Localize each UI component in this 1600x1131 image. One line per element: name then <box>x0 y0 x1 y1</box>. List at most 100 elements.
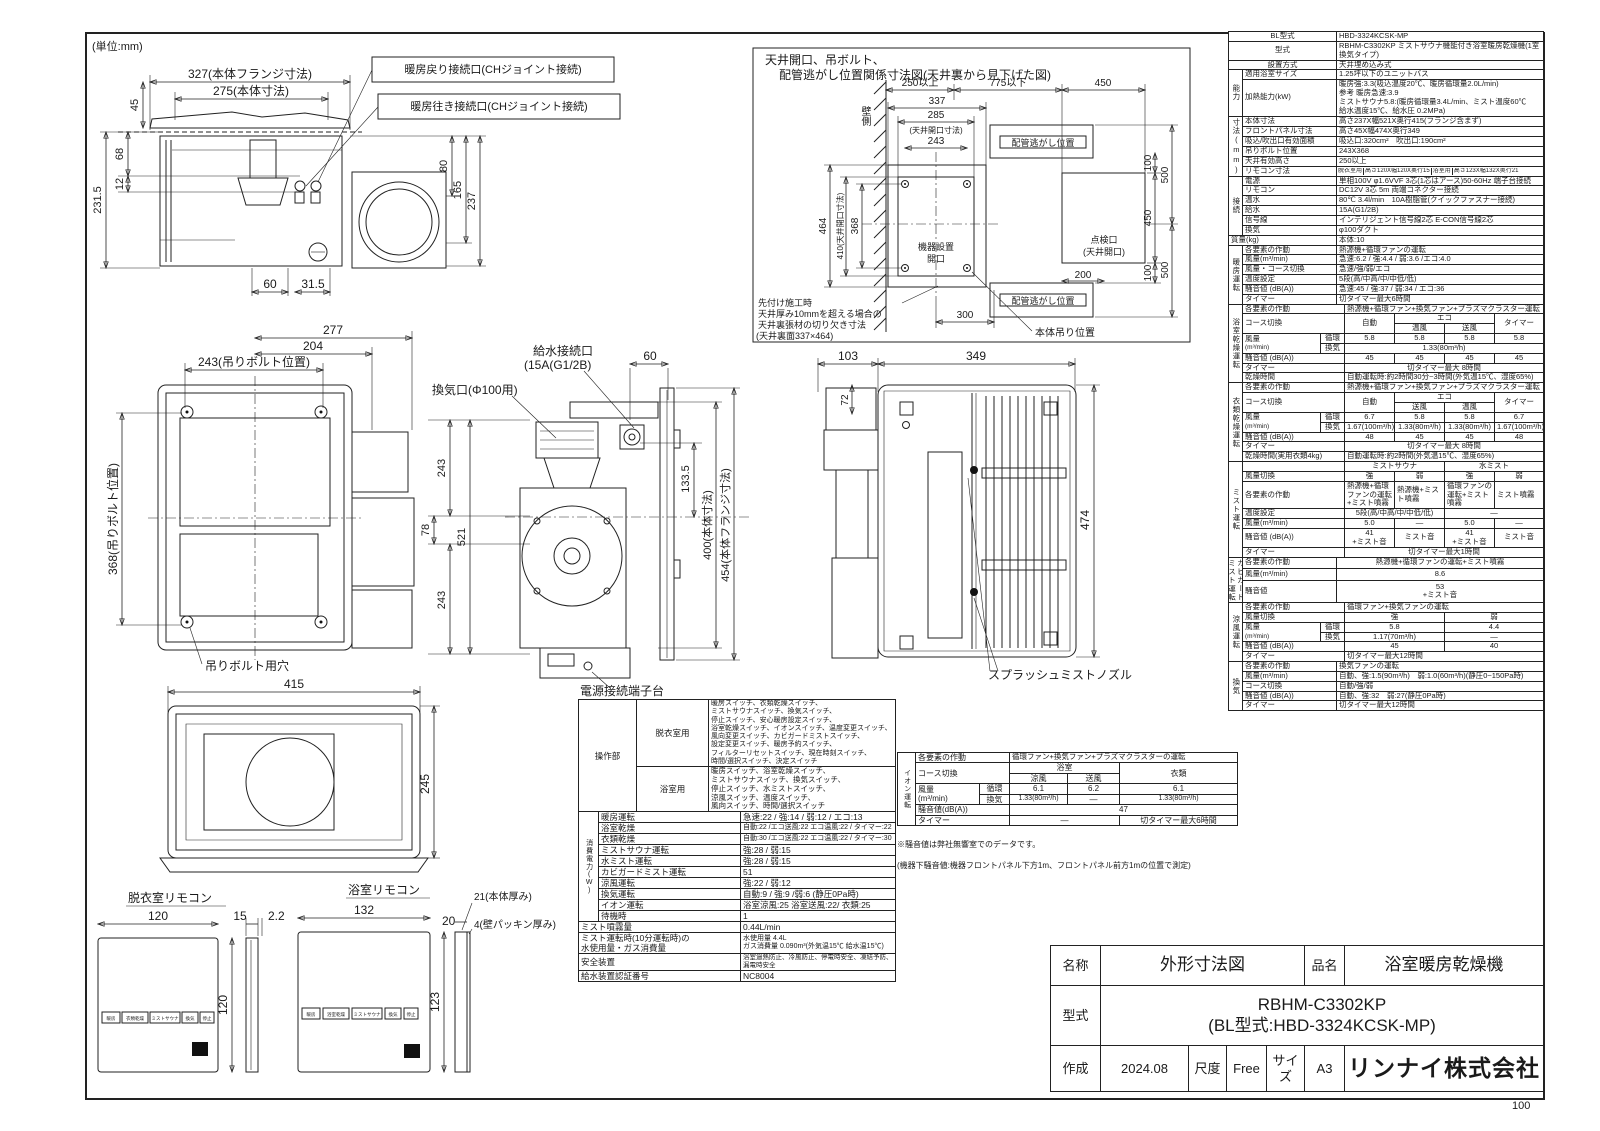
table-row: 浴室乾燥運転 各要素の作動熱源機+循環ファン+換気ファン+プラズマクラスター運転 <box>1228 303 1545 384</box>
drawing-shape: ミスト運転 ミストサウナ水ミスト 風量切換 強弱強弱 各要素の作動 熱源機+循環… <box>1228 461 1544 558</box>
drawing-shape: イオン運転 各要素の作動 循環ファン+換気ファン+プラズマクラスターの運転 コー… <box>897 751 1239 827</box>
speaker-grille-icon <box>192 1042 208 1056</box>
table-cell: タイマー <box>1242 441 1345 453</box>
power-group-label: 消費電力(W) <box>578 811 599 923</box>
drawing-shape: 高さ123X幅132X奥行21 <box>1451 167 1519 175</box>
table-cell: 浴室涼風:25 浴室送風:22/ 衣類:25 <box>740 899 896 912</box>
drawing-shape <box>319 620 323 624</box>
drawing-shape <box>250 140 276 178</box>
drawing-shape <box>295 181 305 191</box>
drawing-shape <box>884 391 1070 651</box>
hanging-bolt-hole-label: 吊りボルト用穴 <box>205 658 289 673</box>
table-cell: 1.33(80m³/h) <box>1394 421 1445 433</box>
table-cell: 風量(m³/min) <box>1242 254 1337 266</box>
table-cell: 温水 <box>1242 195 1337 207</box>
table-cell: 48 <box>1493 431 1545 443</box>
diagram-title: 天井開口、吊ボルト、 <box>765 53 885 67</box>
table-cell: 45 <box>1344 641 1445 653</box>
table-cell: 風量(m³/min) <box>1242 568 1337 581</box>
product-label: 品名 <box>1304 945 1345 986</box>
table-cell: 浴室用 <box>636 765 709 813</box>
table-cell: 温度設定 <box>1242 508 1345 520</box>
table-cell: ミストサウナ <box>1344 461 1445 472</box>
group-label: ミスト運転 <box>1228 461 1243 558</box>
table-cell: 循環ファン+換気ファンの運転 <box>1343 602 1545 613</box>
drawing-shape: カビガード ミスト運転 各要素の作動熱源機+循環ファンの運転+ミスト噴霧 風量(… <box>1228 556 1544 604</box>
dim-label: 103 <box>838 349 858 363</box>
table-cell: 自動/強/弱 <box>1336 680 1544 692</box>
drawing-shape: 操作部 脱衣室用 暖房スイッチ、衣類乾燥スイッチ、 ミストサウナスイッチ、換気ス… <box>578 698 896 813</box>
dim-label: 機器設置 <box>918 241 954 252</box>
dim-label: ミストサウナ <box>152 1015 179 1022</box>
table-cell: 循環ファンの運転+ミスト噴霧 <box>1444 480 1495 510</box>
drawing-shape <box>604 588 610 594</box>
dim-label: 60 <box>643 349 657 363</box>
table-cell: 47 <box>1008 804 1239 816</box>
table-cell: 循環 <box>979 783 1010 795</box>
table-cell: 急速:45 / 強:37 / 弱:34 / エコ:36 <box>1336 283 1544 295</box>
drawing-shape <box>238 178 288 205</box>
table-cell: 8.6 <box>1336 568 1544 581</box>
drawing-shape <box>467 932 470 1072</box>
table-cell: 風量・コース切換 <box>1242 264 1337 276</box>
table-cell: 各要素の作動 <box>1242 382 1345 394</box>
dressing-room-remote-title: 脱衣室リモコン <box>128 890 212 905</box>
drawing-shape: (m³/min) <box>918 794 948 804</box>
table-cell: コース切換 <box>915 762 1010 785</box>
drawing-shape <box>352 172 446 268</box>
drawing-shape <box>455 932 467 1072</box>
table-cell: 80℃ 3.4l/min 10A樹脂管(クイックファスナー接続) <box>1336 195 1544 207</box>
table-row: 換気 各要素の作動換気ファンの運転 <box>1228 661 1544 712</box>
table: ミスト運転 ミストサウナ水ミスト 風量切換 強弱強弱 各要素の作動 熱源機+循環… <box>1228 461 1544 558</box>
table-cell: エコ <box>1394 313 1495 325</box>
drawing-shape <box>311 192 320 203</box>
dim-label: ミストサウナ <box>354 1011 381 1018</box>
power-consumption-table: 消費電力(W) 暖房運転急速:22 / 強:14 / 弱:12 / エコ:13 … <box>578 811 896 923</box>
table-cell: 温度設定 <box>1242 274 1337 285</box>
table-cell: タイマー <box>1242 700 1337 712</box>
unit-note: (単位:mm) <box>92 41 143 53</box>
dim-label: 60 <box>263 277 277 291</box>
water-connection-label: (15A(G1/2B) <box>524 358 591 372</box>
table-cell: 風量切換 <box>1242 470 1345 482</box>
table-cell: 5.0 <box>1344 518 1395 529</box>
drawing-shape <box>620 425 644 449</box>
ion-operation-block: イオン運転 各要素の作動 循環ファン+換気ファン+プラズマクラスターの運転 コー… <box>897 751 1242 882</box>
table-cell: 騒音値(dB(A)) <box>915 804 1010 816</box>
table-cell: 6.1 <box>1009 783 1068 795</box>
dim-label: 243 <box>928 136 945 147</box>
drawing-shape <box>186 724 402 840</box>
table-cell: 水ミスト <box>1444 461 1544 472</box>
table-cell: 自動、強:32 弱:27(静圧0Pa時) <box>1336 690 1544 702</box>
size-label: サイズ <box>1266 1045 1305 1092</box>
dim-label: (天井開口寸法) <box>909 125 963 135</box>
table-cell: 温風 <box>1444 402 1495 413</box>
drawing-shape <box>624 429 640 445</box>
table-cell: 各要素の作動 <box>1242 661 1337 672</box>
table-cell: 強 <box>1444 470 1495 482</box>
table-cell: 加熱能力(kW) <box>1242 79 1337 117</box>
ceiling-opening-diagram: 天井開口、吊ボルト、 配管逃がし位置関係寸法図(天井裏から見下げた図) 250以… <box>753 48 1190 342</box>
table-cell: 15A(G1/2B) <box>1336 205 1544 216</box>
table-cell: 切タイマー最大6時間 <box>1118 814 1239 827</box>
table-cell: 0.44L/min <box>740 921 896 934</box>
bathroom-remote-drawing: 浴室リモコン 132 暖房 浴室乾燥 ミストサウナ 換気 停止 123 21(本… <box>298 882 556 1072</box>
table-cell: 1.33(80m³/h) <box>1444 421 1495 433</box>
table-cell: 250以上 <box>1336 155 1544 167</box>
table-cell: 1.17(70m³/h) <box>1344 631 1445 643</box>
drawing-shape <box>966 183 968 185</box>
dim-label: 100 <box>1143 154 1154 171</box>
table-cell: HBD-3324KCSK-MP <box>1336 31 1544 42</box>
drawing-shape <box>972 272 1032 331</box>
table-cell: ― <box>1394 518 1445 529</box>
drawing-shape: 暖房運転 各要素の作動熱源機+循環ファンの運転 風量(m³/min)急速:6.2… <box>1228 244 1544 305</box>
table-cell: 急速/強/弱/エコ <box>1336 264 1544 276</box>
drawing-shape <box>160 858 428 872</box>
table-cell: 各要素の作動 <box>1242 480 1345 510</box>
